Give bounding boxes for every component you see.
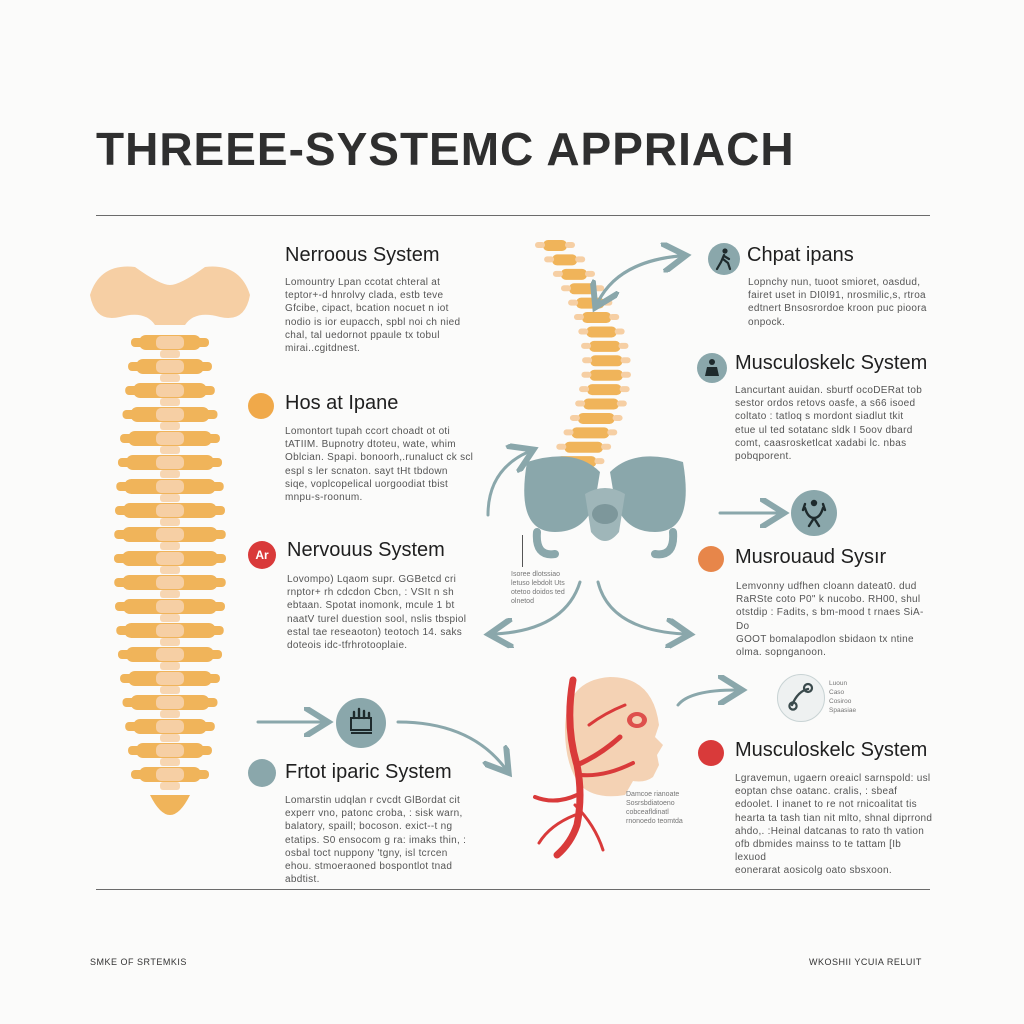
orange-dot-icon (248, 393, 274, 419)
ar-badge-icon: Ar (248, 541, 276, 569)
pelvis (524, 456, 686, 559)
top-divider (96, 215, 930, 216)
vertebra (128, 359, 212, 382)
section-musculoskelc-system-1: Musculoskelc System Lancurtant auidan. s… (735, 352, 930, 463)
slate-dot-icon (248, 759, 276, 787)
arrow-head-right (676, 690, 736, 707)
head-caption: Damcoe rianoate Sosrsbdiatoeno cobceafld… (626, 791, 683, 825)
arrow-to-head (396, 720, 505, 768)
arrow-curve-top (596, 256, 680, 304)
spine-illustration (90, 266, 250, 815)
pelvis-caption: Isoree dlotssiao letuso lebdolt Uts otet… (511, 571, 565, 605)
vertebra (131, 767, 209, 790)
red-dot-icon (698, 740, 724, 766)
vertebra (125, 719, 215, 742)
walk-icon (708, 243, 740, 275)
figure-icon (697, 353, 727, 383)
section-hos-at-ipane: Hos at Ipane Lomontort tupah ccort choad… (285, 392, 475, 504)
vertebra (116, 479, 224, 502)
vertebra (581, 340, 629, 352)
section-body: Lopnchy nun, tuoot smioret, oasdud, fair… (748, 277, 927, 328)
section-body: Lemvonny udfhen cloann dateat0. dud RaRS… (736, 581, 924, 659)
section-heading: Musculoskelc System (735, 739, 928, 761)
arrow-down-left (495, 580, 582, 634)
section-body: Lancurtant auidan. sburtf ocoDERat tob s… (735, 385, 923, 463)
section-body: Lomountry Lpan ccotat chteral at teptor+… (285, 277, 461, 355)
vertebra (114, 527, 226, 550)
spine-pelvis-illustration (524, 240, 686, 559)
vertebra (582, 355, 631, 367)
coral-dot-icon (698, 546, 724, 572)
vertebra (116, 623, 224, 646)
section-nervous-system-2: Nervouus System Lovompo) Lqaom supr. GGB… (287, 539, 477, 652)
section-body: Lomarstin udqlan r cvcdt GlBordat cit ex… (285, 795, 467, 886)
pelvis-caption-line (522, 535, 523, 567)
section-heading: Nerroous System (285, 244, 440, 266)
section-body: Lovompo) Lqaom supr. GGBetcd cri rnptor+… (287, 574, 467, 652)
skull-base (90, 266, 250, 325)
vertebra (581, 369, 631, 381)
vertebra (122, 695, 218, 718)
section-chpat-ipans: Chpat ipans Lopnchy nun, tuoot smioret, … (747, 244, 938, 329)
vertebra (556, 441, 612, 453)
vertebra (117, 647, 223, 670)
vertebra (114, 575, 226, 598)
section-musculoskelc-system-2: Musculoskelc System Lgravemun, ugaern or… (735, 739, 935, 878)
footer-right-text: WKOSHII YCUIA RELUIT (809, 957, 922, 967)
bottom-divider (96, 889, 930, 890)
vertebra (128, 743, 212, 766)
arrow-down-right (596, 580, 684, 634)
vertebra (114, 551, 226, 574)
vertebra (573, 312, 620, 324)
section-body: Lomontort tupah ccort choadt ot oti tATI… (285, 426, 474, 504)
footer-left-text: SMKE OF SRTEMKIS (90, 957, 187, 967)
muscle-figure-icon (791, 490, 837, 536)
vertebra (578, 326, 625, 338)
vertebra (563, 427, 618, 439)
vertebra (131, 335, 209, 358)
section-heading: Chpat ipans (747, 244, 854, 266)
section-body: Lgravemun, ugaern oreaicl sarnspold: usl… (735, 773, 933, 877)
section-musrouaud-system: Musrouaud Sysır Lemvonny udfhen cloann d… (735, 546, 926, 659)
section-heading: Musrouaud Sysır (735, 546, 887, 568)
page-title: THREEE-SYSTEMC APPRIACH (96, 123, 795, 175)
section-heading: Musculoskelc System (735, 352, 928, 374)
arrow-curve-left (486, 452, 528, 517)
vertebra (115, 503, 225, 526)
section-frtot-iparic-system: Frtot iparic System Lomarstin udqlan r c… (285, 761, 475, 886)
section-nervous-system-1: Nerroous System Lomountry Lpan ccotat ch… (285, 244, 475, 355)
vertebra (117, 455, 223, 478)
vertebra (535, 240, 575, 251)
vertebra (575, 398, 627, 410)
vertebra (115, 599, 225, 622)
stethoscope-caption: Luoun Caso Cosiroo Spaasiae (829, 680, 857, 714)
vertebra (125, 383, 215, 406)
vertebra (569, 412, 623, 424)
vertebra (544, 254, 586, 266)
vertebra (120, 431, 220, 454)
vertebra (120, 671, 220, 694)
section-heading: Nervouus System (287, 539, 445, 561)
coccyx (150, 795, 190, 815)
stethoscope-icon (777, 674, 825, 722)
hands-graph-icon (336, 698, 386, 748)
vertebra (122, 407, 218, 430)
section-heading: Frtot iparic System (285, 761, 452, 783)
arrow-curve-top-back (598, 254, 680, 302)
head-arteries-illustration (533, 676, 663, 859)
vertebra (579, 384, 630, 396)
vertebra (552, 268, 596, 280)
section-heading: Hos at Ipane (285, 392, 399, 414)
